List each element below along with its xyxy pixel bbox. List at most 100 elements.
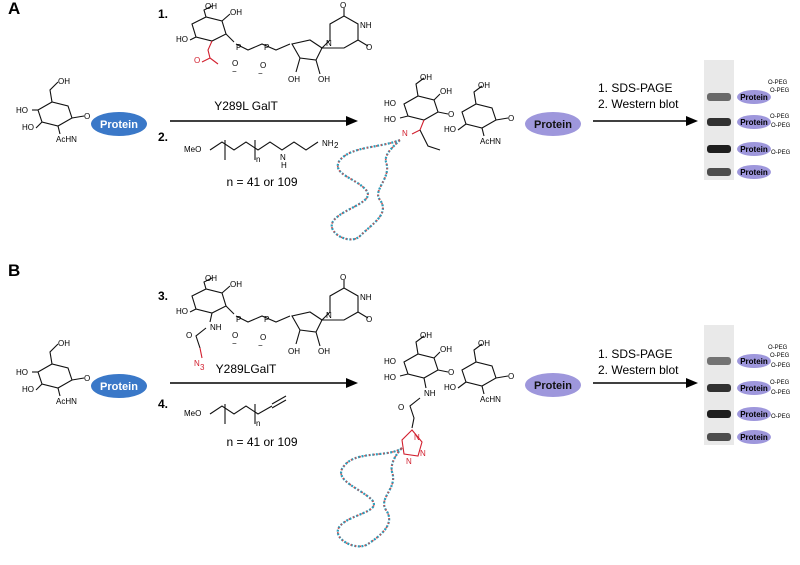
analysis-step-1-a: 1. SDS-PAGE <box>598 81 672 95</box>
o-label: O <box>448 368 454 377</box>
protein-label: Protein <box>740 433 768 442</box>
aminooxy-peg-reagent: MeO n N H NH 2 <box>184 139 339 170</box>
nh2-label: NH <box>322 139 334 148</box>
peg-tag: O-PEG <box>770 353 790 359</box>
ho-label: HO <box>384 99 396 108</box>
peg-tag: O-PEG <box>768 345 788 351</box>
step-4-label: 4. <box>158 397 168 411</box>
panel-label-a: A <box>8 0 20 18</box>
n-label: N <box>326 311 332 320</box>
acnh-label: AcHN <box>480 137 501 146</box>
nh2-subscript: 2 <box>334 141 339 150</box>
peg-tag: O-PEG <box>771 150 791 156</box>
protein-label: Protein <box>740 410 768 419</box>
gel-band <box>707 433 731 441</box>
protein-label: Protein <box>100 119 138 131</box>
nh-label: NH <box>360 21 372 30</box>
p-label: P <box>264 315 269 324</box>
step-1-label: 1. <box>158 7 168 21</box>
peg-tag: O-PEG <box>771 123 791 129</box>
oh-label: OH <box>205 2 217 11</box>
gel-bands-b <box>707 357 731 441</box>
gel-band <box>707 93 731 101</box>
peg-chain-illustration-a <box>330 138 401 241</box>
o-label: O <box>448 110 454 119</box>
peg-tag: O-PEG <box>771 363 791 369</box>
o-label: O <box>84 112 90 121</box>
protein-label: Protein <box>740 357 768 366</box>
h-label: H <box>281 161 287 170</box>
oh-label: OH <box>58 339 70 348</box>
oh-label: OH <box>318 75 330 84</box>
ho-label: HO <box>444 125 456 134</box>
protein-product-b: Protein <box>525 373 581 397</box>
substrate-glcnac-a: OH HO HO AcHN O <box>16 77 90 144</box>
gel-band <box>707 118 731 126</box>
enzyme-label-b: Y289LGalT <box>216 362 277 376</box>
protein-substrate-a: Protein <box>91 112 147 136</box>
panel-label-b: B <box>8 261 20 280</box>
protein-label: Protein <box>740 168 768 177</box>
oh-label: OH <box>478 339 490 348</box>
protein-substrate-b: Protein <box>91 374 147 398</box>
protein-label: Protein <box>100 381 138 393</box>
o-minus-label: O <box>232 331 238 340</box>
o-label: O <box>84 374 90 383</box>
product-pegylated-b: OH OH HO HO NH O O OH HO AcHN O N N N <box>384 331 514 466</box>
protein-product-a: Protein <box>525 112 581 136</box>
udp-ketone-sugar-reagent: OH OH HO O P P O O − − OH OH O NH O N <box>176 1 372 84</box>
minus-sign: − <box>258 69 263 78</box>
o-label: O <box>366 43 372 52</box>
triazole-n2: N <box>420 449 426 458</box>
oh-label: OH <box>420 331 432 340</box>
minus-sign: − <box>258 341 263 350</box>
ho-label: HO <box>22 123 34 132</box>
ho-label: HO <box>384 373 396 382</box>
oh-label: OH <box>58 77 70 86</box>
n-range-b: n = 41 or 109 <box>226 435 297 449</box>
oh-label: OH <box>230 280 242 289</box>
protein-label: Protein <box>740 118 768 127</box>
ho-label: HO <box>384 115 396 124</box>
peg-tag: O-PEG <box>770 114 790 120</box>
peg-tag: O-PEG <box>771 390 791 396</box>
peg-tag: O-PEG <box>768 80 788 86</box>
o-label: O <box>366 315 372 324</box>
product-pegylated-a: OH OH HO HO N O OH HO AcHN O <box>384 73 514 151</box>
p-label: P <box>236 315 241 324</box>
ketone-o-label: O <box>194 56 200 65</box>
protein-label: Protein <box>534 380 572 392</box>
p-label: P <box>236 43 241 52</box>
o-label: O <box>340 1 346 10</box>
analysis-step-2-a: 2. Western blot <box>598 97 679 111</box>
nh-label: NH <box>424 389 436 398</box>
gel-band <box>707 410 731 418</box>
product-legend-b: Protein O-PEG O-PEG O-PEG Protein O-PEG … <box>737 345 791 444</box>
peg-chain-illustration-b <box>336 447 403 548</box>
ho-label: HO <box>176 35 188 44</box>
oh-label: OH <box>230 8 242 17</box>
arrowhead-analysis-a <box>686 116 698 126</box>
meo-label: MeO <box>184 409 201 418</box>
gel-band <box>707 357 731 365</box>
ho-label: HO <box>444 383 456 392</box>
gel-band <box>707 384 731 392</box>
gel-band <box>707 145 731 153</box>
step-3-label: 3. <box>158 289 168 303</box>
o-minus-label: O <box>260 61 266 70</box>
meo-label: MeO <box>184 145 201 154</box>
o-label: O <box>186 331 192 340</box>
azide-subscript: 3 <box>200 363 205 372</box>
ho-label: HO <box>384 357 396 366</box>
arrowhead-b <box>346 378 358 388</box>
alkyne-peg-reagent: MeO n <box>184 395 287 428</box>
o-label: O <box>508 372 514 381</box>
o-minus-label: O <box>232 59 238 68</box>
arrowhead-analysis-b <box>686 378 698 388</box>
oh-label: OH <box>205 274 217 283</box>
n-subscript: n <box>256 155 260 164</box>
protein-label: Protein <box>740 145 768 154</box>
oh-label: OH <box>478 81 490 90</box>
triazole-n1: N <box>414 433 420 442</box>
